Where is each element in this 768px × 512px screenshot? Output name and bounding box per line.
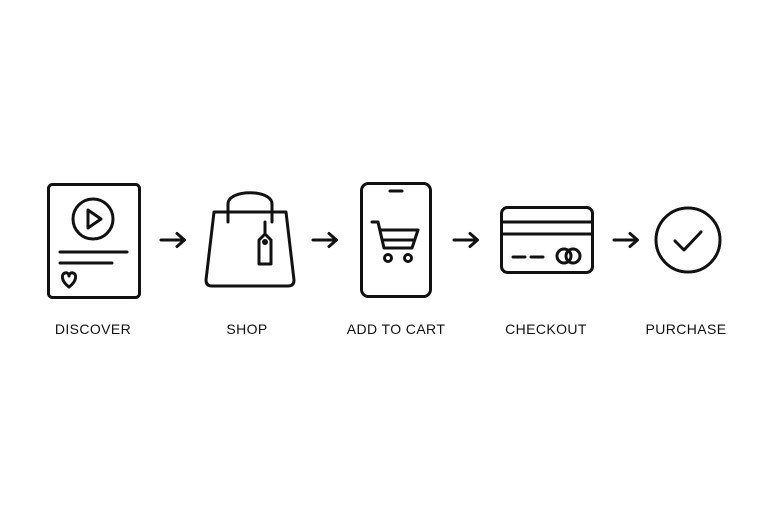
check-circle-icon (654, 206, 722, 274)
phone-cart-icon (360, 182, 432, 298)
step-label-discover: DISCOVER (54, 321, 132, 337)
arrow-right-icon (159, 232, 188, 248)
credit-card-icon (500, 206, 594, 274)
step-label-purchase: PURCHASE (645, 321, 727, 337)
arrow-right-icon (452, 232, 481, 248)
shopping-bag-icon (202, 184, 296, 288)
step-label-add-to-cart: ADD TO CART (346, 321, 446, 337)
arrow-right-icon (311, 232, 340, 248)
video-card-icon (47, 183, 141, 299)
step-label-shop: SHOP (226, 321, 268, 337)
step-label-checkout: CHECKOUT (505, 321, 587, 337)
arrow-right-icon (612, 232, 641, 248)
